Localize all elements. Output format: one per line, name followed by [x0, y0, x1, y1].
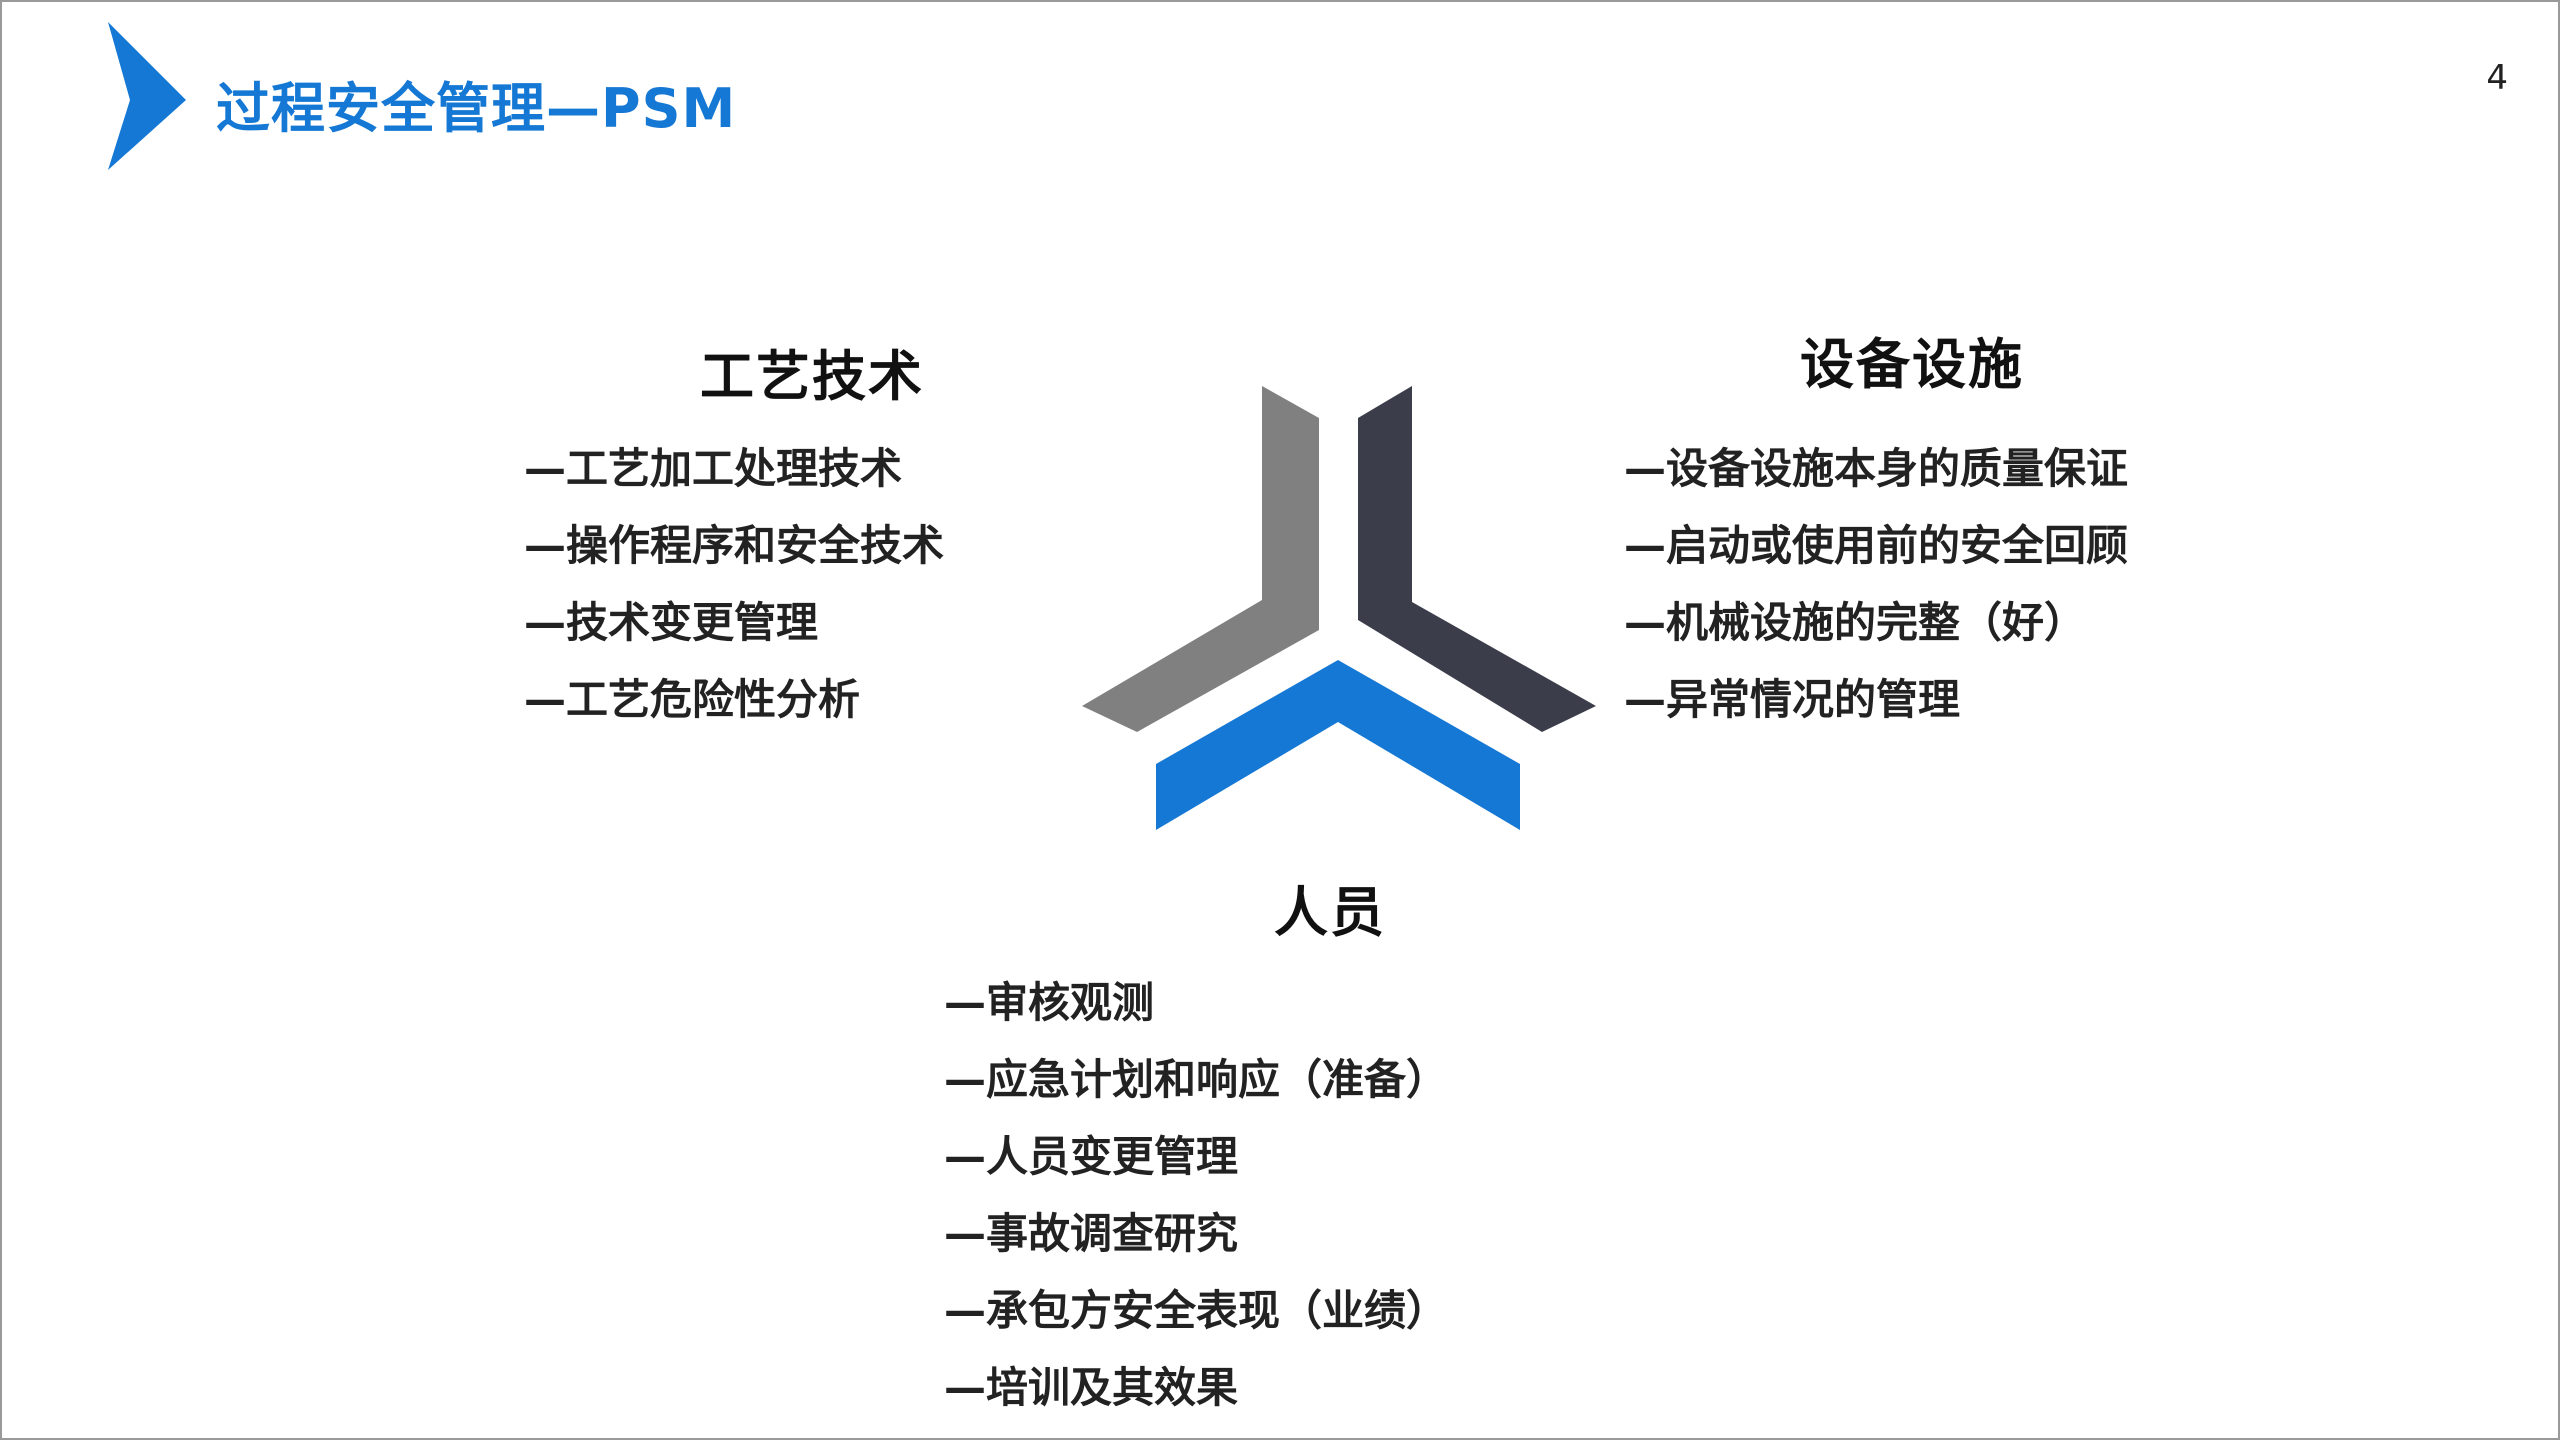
- list-item: 培训及其效果: [944, 1349, 1448, 1426]
- three-chevron-star-icon: [1082, 386, 1596, 830]
- list-item: 工艺危险性分析: [524, 661, 944, 738]
- equipment-heading: 设备设施: [1800, 333, 2024, 396]
- list-item: 人员变更管理: [944, 1118, 1448, 1195]
- list-item: 工艺加工处理技术: [524, 430, 944, 507]
- title-arrow-icon: [108, 22, 186, 170]
- list-item: 异常情况的管理: [1624, 661, 2128, 738]
- technology-list: 工艺加工处理技术 操作程序和安全技术 技术变更管理 工艺危险性分析: [524, 430, 944, 738]
- technology-chevron: [1082, 386, 1319, 732]
- list-item: 操作程序和安全技术: [524, 507, 944, 584]
- list-item: 应急计划和响应（准备）: [944, 1041, 1448, 1118]
- list-item: 技术变更管理: [524, 584, 944, 661]
- equipment-list: 设备设施本身的质量保证 启动或使用前的安全回顾 机械设施的完整（好） 异常情况的…: [1624, 430, 2128, 738]
- list-item: 机械设施的完整（好）: [1624, 584, 2128, 661]
- people-heading: 人员: [1274, 881, 1386, 944]
- list-item: 事故调查研究: [944, 1195, 1448, 1272]
- technology-heading: 工艺技术: [700, 345, 924, 408]
- equipment-chevron: [1358, 386, 1596, 732]
- people-chevron: [1156, 660, 1520, 830]
- list-item: 设备设施本身的质量保证: [1624, 430, 2128, 507]
- list-item: 启动或使用前的安全回顾: [1624, 507, 2128, 584]
- list-item: 承包方安全表现（业绩）: [944, 1272, 1448, 1349]
- people-list: 审核观测 应急计划和响应（准备） 人员变更管理 事故调查研究 承包方安全表现（业…: [944, 964, 1448, 1426]
- page-number: 4: [2486, 58, 2508, 98]
- slide-title: 过程安全管理—PSM: [216, 77, 737, 140]
- list-item: 审核观测: [944, 964, 1448, 1041]
